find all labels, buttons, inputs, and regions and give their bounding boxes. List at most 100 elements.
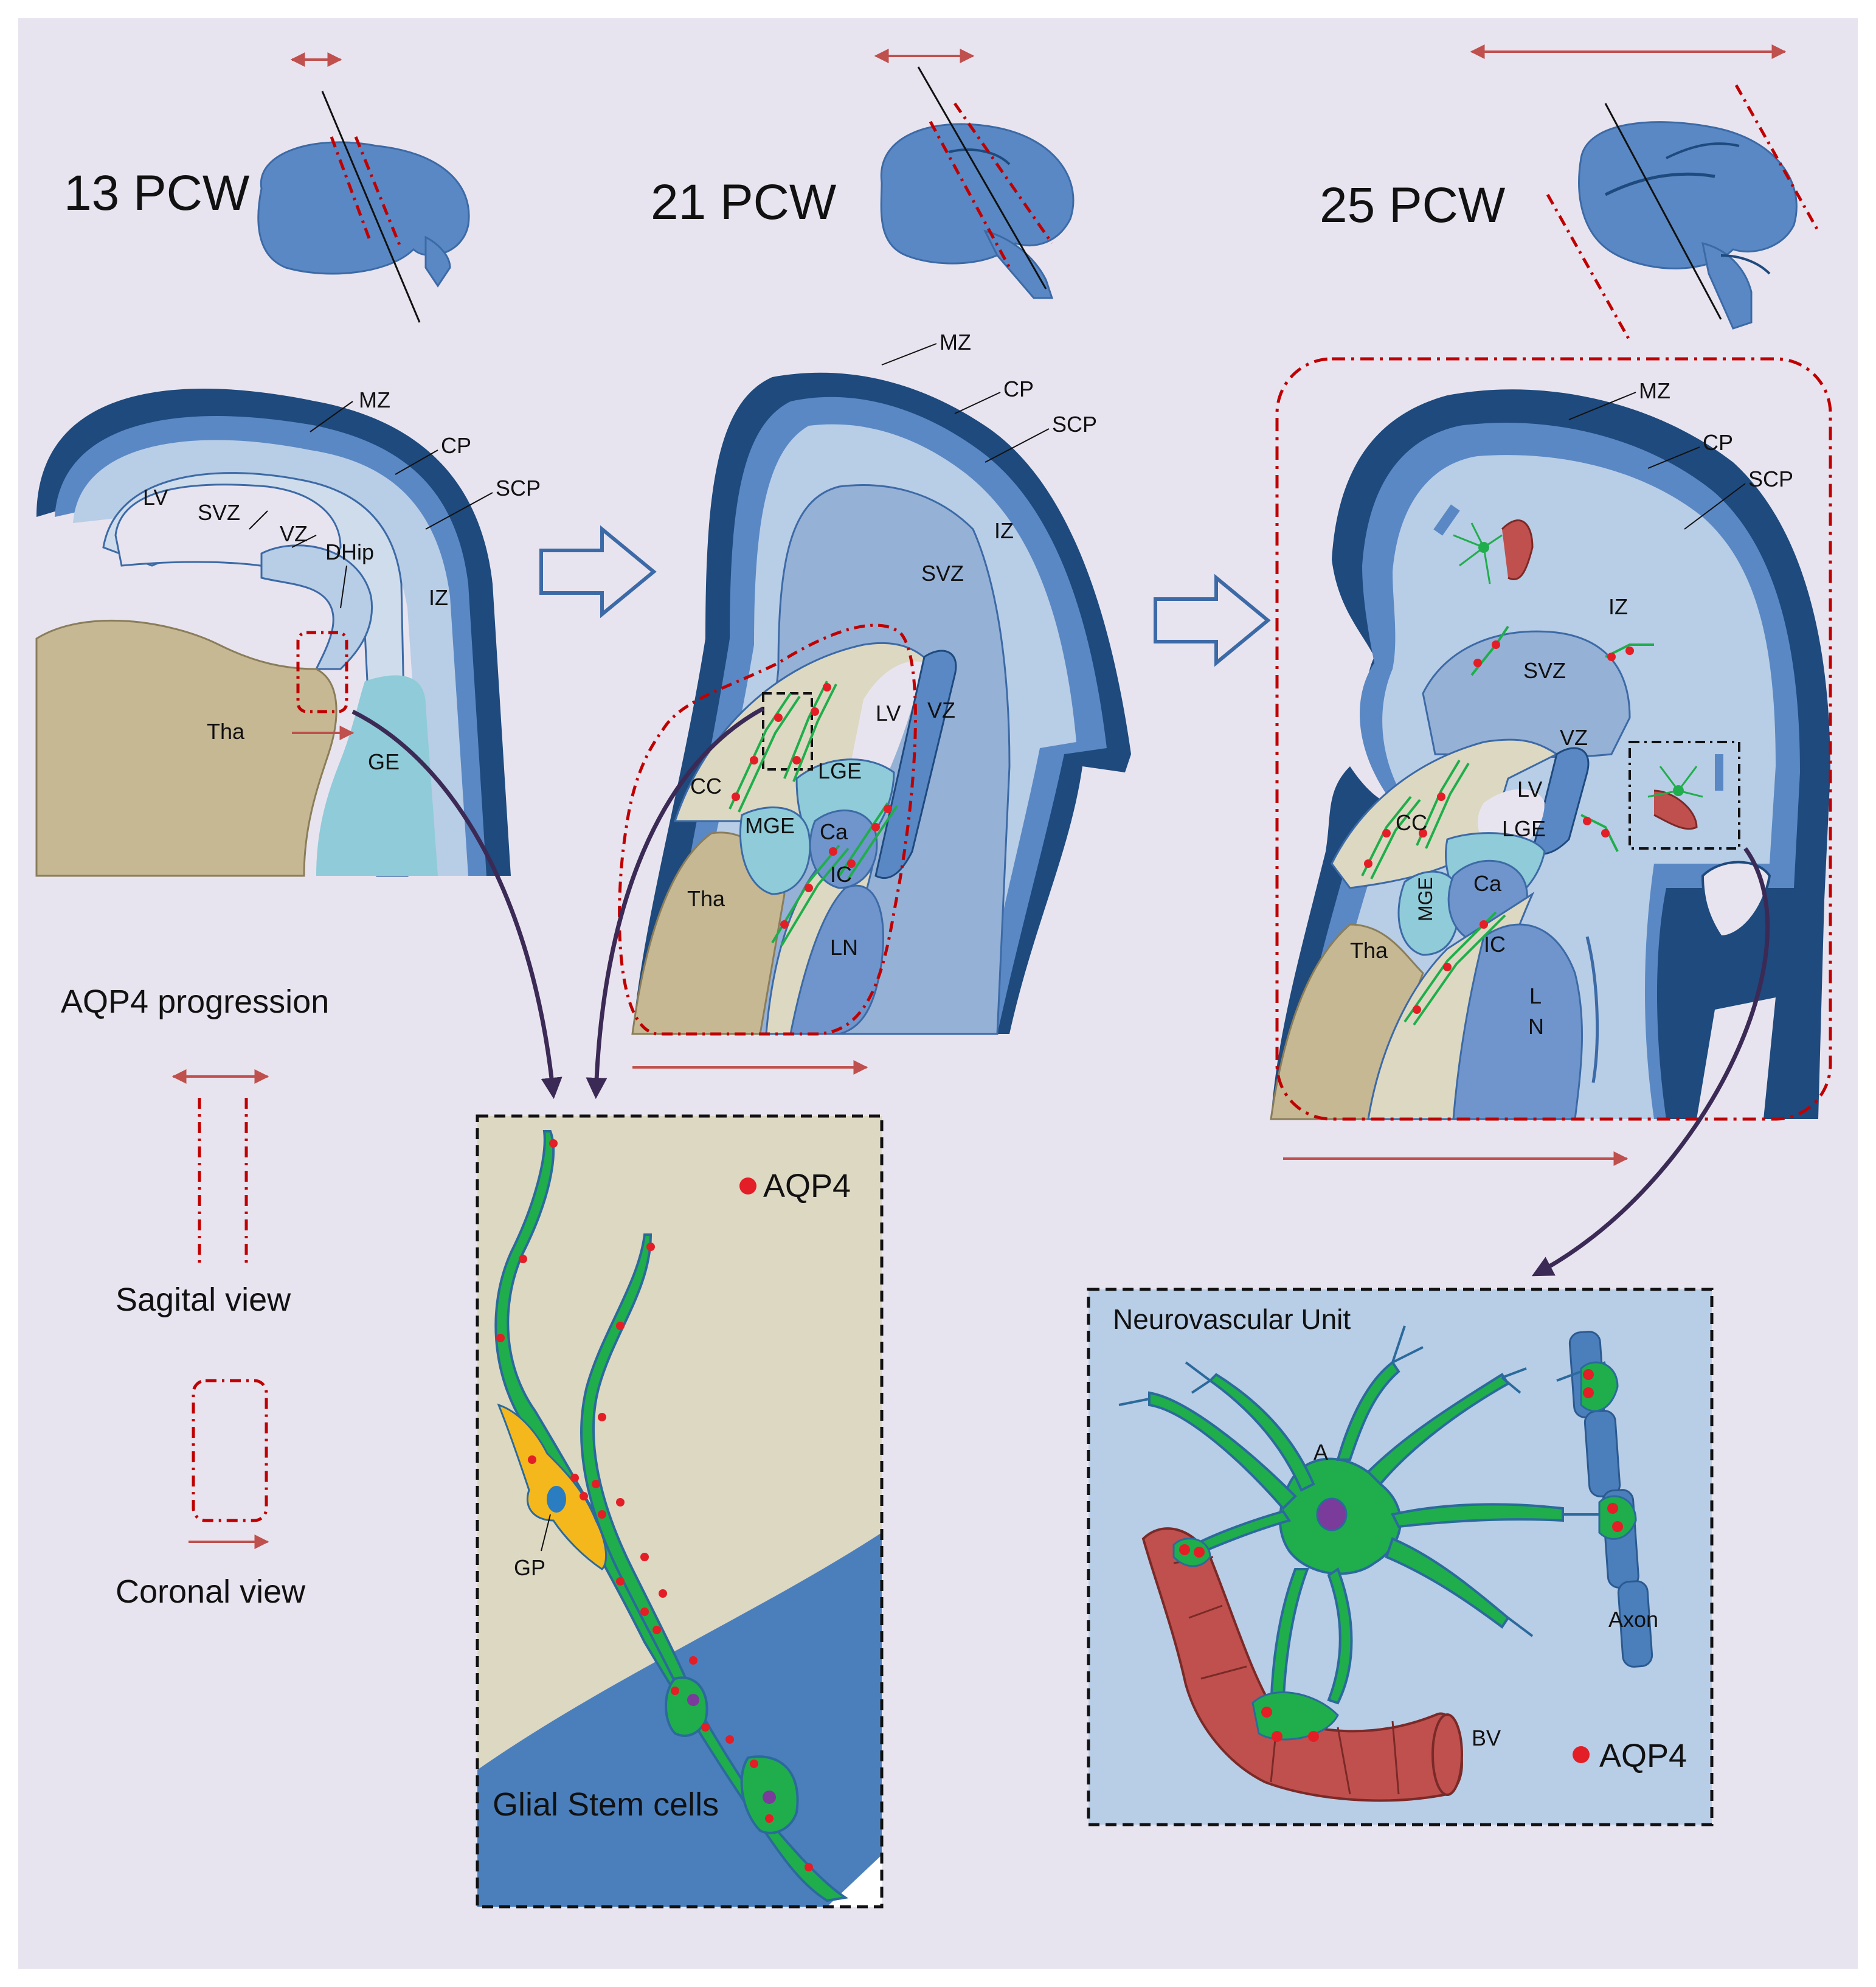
nvu-panel: Neurovascular Unit A Axon BV AQP4 bbox=[1087, 1288, 1714, 1826]
label-13-LV: LV bbox=[143, 485, 168, 510]
section-21: MZ CP SCP IZ SVZ LV VZ LGE CC MGE Ca IC … bbox=[618, 330, 1131, 1075]
cut-line-21 bbox=[917, 66, 1047, 290]
label-13-SVZ: SVZ bbox=[198, 500, 240, 525]
aqp4-dots-25 bbox=[1364, 640, 1634, 1014]
label-21-Ca: Ca bbox=[820, 819, 848, 844]
label-21-SVZ: SVZ bbox=[921, 561, 964, 586]
nvu-bv-label: BV bbox=[1472, 1725, 1501, 1750]
label-21-CC: CC bbox=[690, 774, 722, 799]
vessel-end bbox=[1431, 1713, 1463, 1796]
dash-line-25b bbox=[1734, 84, 1820, 232]
cut-line-25 bbox=[1604, 103, 1722, 320]
label-25-IZ: IZ bbox=[1608, 594, 1628, 619]
label-21-VZ: VZ bbox=[927, 698, 955, 723]
dash-line-21a bbox=[929, 120, 1011, 269]
zoom-box-25 bbox=[1629, 741, 1740, 850]
glial-soma-1 bbox=[665, 1676, 708, 1737]
cut-line-13 bbox=[321, 91, 421, 323]
label-13-Tha: Tha bbox=[207, 719, 245, 744]
aqp4-legend-dot-glial bbox=[739, 1177, 756, 1195]
aqp4-legend-dot-nvu bbox=[1573, 1746, 1590, 1763]
label-25-MGE: MGE bbox=[1414, 877, 1436, 921]
label-13-DHip: DHip bbox=[325, 539, 374, 564]
dash-line-13b bbox=[354, 136, 403, 250]
nvu-panel-border bbox=[1087, 1288, 1714, 1826]
gp-nucleus bbox=[547, 1486, 566, 1513]
aqp4-region-25 bbox=[1275, 357, 1832, 1121]
label-21-CP: CP bbox=[1003, 376, 1034, 401]
label-21-Tha: Tha bbox=[687, 886, 725, 911]
nvu-aqp4-label: AQP4 bbox=[1599, 1738, 1687, 1774]
dash-line-21b bbox=[953, 102, 1054, 244]
glial-fiber-left bbox=[494, 1130, 849, 1902]
zoom-box-13 bbox=[296, 631, 348, 713]
label-13-GE: GE bbox=[368, 749, 400, 774]
glial-nucleus-2 bbox=[763, 1791, 776, 1804]
section-25: MZ CP SCP IZ SVZ VZ LV CC LGE MGE Ca IC … bbox=[1270, 357, 1832, 1166]
label-25-IC: IC bbox=[1484, 932, 1506, 957]
nvu-astro-label: A bbox=[1314, 1440, 1328, 1465]
label-21-MGE: MGE bbox=[745, 813, 795, 838]
nvu-title: Neurovascular Unit bbox=[1113, 1303, 1351, 1335]
aqp4-dots-glial bbox=[496, 1139, 813, 1871]
aqp4-region-21 bbox=[618, 623, 917, 1036]
glial-gp-label: GP bbox=[514, 1555, 545, 1580]
label-13-IZ: IZ bbox=[429, 585, 448, 610]
label-21-LV: LV bbox=[876, 701, 901, 726]
aqp4-dots-21 bbox=[732, 683, 892, 929]
gp-leader bbox=[541, 1514, 551, 1552]
brain-thumb-25 bbox=[1578, 121, 1798, 330]
stage-25-pcw: 25 PCW bbox=[1270, 44, 1832, 1166]
label-21-LN: LN bbox=[830, 935, 858, 960]
label-25-Ca: Ca bbox=[1473, 871, 1502, 896]
label-13-CP: CP bbox=[441, 433, 471, 458]
label-21-MZ: MZ bbox=[940, 330, 971, 355]
aqp4-dots-nvu bbox=[1179, 1369, 1623, 1742]
legend-coronal-label: Coronal view bbox=[116, 1573, 306, 1610]
section-13: MZ CP SCP LV SVZ VZ DHip IZ Tha GE bbox=[35, 387, 541, 877]
stage-13-label: 13 PCW bbox=[64, 165, 250, 221]
label-25-L: L bbox=[1529, 983, 1542, 1008]
label-25-CC: CC bbox=[1396, 810, 1427, 835]
glial-panel-title: Glial Stem cells bbox=[493, 1786, 719, 1823]
legend: AQP4 progression Sagital view Coronal vi… bbox=[61, 983, 329, 1610]
label-25-SVZ: SVZ bbox=[1523, 658, 1566, 683]
label-25-LV: LV bbox=[1517, 777, 1542, 802]
gp-cell bbox=[497, 1403, 607, 1570]
nvu-axon-label: Axon bbox=[1608, 1607, 1658, 1632]
glial-nucleus-1 bbox=[687, 1694, 699, 1706]
connector-21-to-glial bbox=[586, 706, 764, 1099]
mini-nvu-icon-25b bbox=[1647, 754, 1723, 830]
label-25-LGE: LGE bbox=[1502, 816, 1546, 841]
label-25-Tha: Tha bbox=[1350, 938, 1388, 963]
label-25-CP: CP bbox=[1703, 430, 1733, 455]
label-13-SCP: SCP bbox=[496, 476, 541, 501]
glial-aqp4-label: AQP4 bbox=[763, 1168, 851, 1204]
label-21-IZ: IZ bbox=[994, 518, 1014, 543]
label-25-VZ: VZ bbox=[1560, 725, 1588, 750]
legend-sagital-label: Sagital view bbox=[116, 1281, 291, 1318]
glial-panel-border bbox=[476, 1114, 884, 1909]
label-21-SCP: SCP bbox=[1052, 412, 1097, 437]
mini-nvu-icon-25a bbox=[1433, 504, 1534, 584]
progress-arrow-1 bbox=[539, 525, 657, 619]
label-leader-lines bbox=[249, 343, 1746, 609]
astrocyte-nucleus bbox=[1316, 1497, 1348, 1531]
legend-coronal-box bbox=[192, 1379, 268, 1522]
legend-title: AQP4 progression bbox=[61, 983, 329, 1020]
stage-21-pcw: 21 PCW bbox=[618, 49, 1131, 1075]
label-25-SCP: SCP bbox=[1748, 466, 1793, 491]
dash-line-25a bbox=[1546, 193, 1632, 342]
stage-13-pcw: 13 PCW MZ CP SCP LV SVZ VZ D bbox=[35, 52, 541, 877]
brain-thumb-21 bbox=[880, 123, 1075, 299]
glial-stem-panel: AQP4 GP Glial Stem cells bbox=[476, 1114, 884, 1909]
stage-25-label: 25 PCW bbox=[1320, 178, 1506, 233]
brain-thumb-13 bbox=[257, 141, 470, 288]
dash-line-13a bbox=[330, 136, 373, 244]
connector-13-to-glial bbox=[351, 709, 562, 1099]
label-25-N: N bbox=[1528, 1014, 1544, 1039]
label-13-MZ: MZ bbox=[359, 387, 390, 412]
label-21-LGE: LGE bbox=[818, 758, 862, 783]
stage-21-label: 21 PCW bbox=[651, 175, 837, 230]
